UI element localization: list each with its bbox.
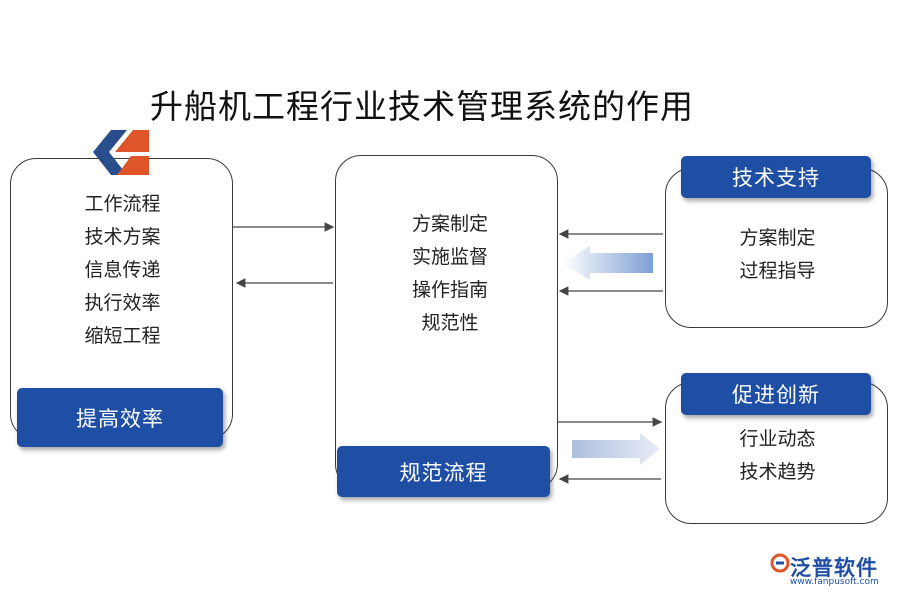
list-item: 方案制定	[411, 213, 488, 235]
block-arrow-icon	[572, 433, 660, 465]
list-item: 方案制定	[739, 227, 816, 249]
brand-name: 泛普软件	[790, 556, 878, 580]
page-title: 升船机工程行业技术管理系统的作用	[150, 87, 694, 126]
efficiency-label: 提高效率	[17, 388, 223, 447]
process-list: 方案制定 实施监督 操作指南 规范性	[370, 208, 530, 340]
brand-url: www.fanpusoft.com	[790, 577, 879, 587]
list-item: 规范性	[421, 312, 479, 334]
list-item: 技术趋势	[739, 461, 816, 483]
list-item: 技术方案	[84, 226, 161, 248]
process-box	[335, 155, 558, 490]
innovation-list: 行业动态 技术趋势	[700, 423, 855, 489]
process-label: 规范流程	[337, 446, 550, 497]
list-item: 行业动态	[739, 428, 816, 450]
list-item: 信息传递	[84, 259, 161, 281]
list-item: 工作流程	[84, 193, 161, 215]
brand-logo-icon	[770, 553, 790, 573]
support-list: 方案制定 过程指导	[700, 222, 855, 288]
list-item: 过程指导	[739, 260, 816, 282]
block-arrow-icon	[562, 246, 653, 280]
list-item: 执行效率	[84, 292, 161, 314]
list-item: 缩短工程	[84, 325, 161, 347]
efficiency-list: 工作流程 技术方案 信息传递 执行效率 缩短工程	[40, 188, 205, 353]
innovation-label: 促进创新	[681, 373, 871, 415]
list-item: 操作指南	[411, 279, 488, 301]
list-item: 实施监督	[411, 246, 488, 268]
support-label: 技术支持	[681, 156, 871, 198]
